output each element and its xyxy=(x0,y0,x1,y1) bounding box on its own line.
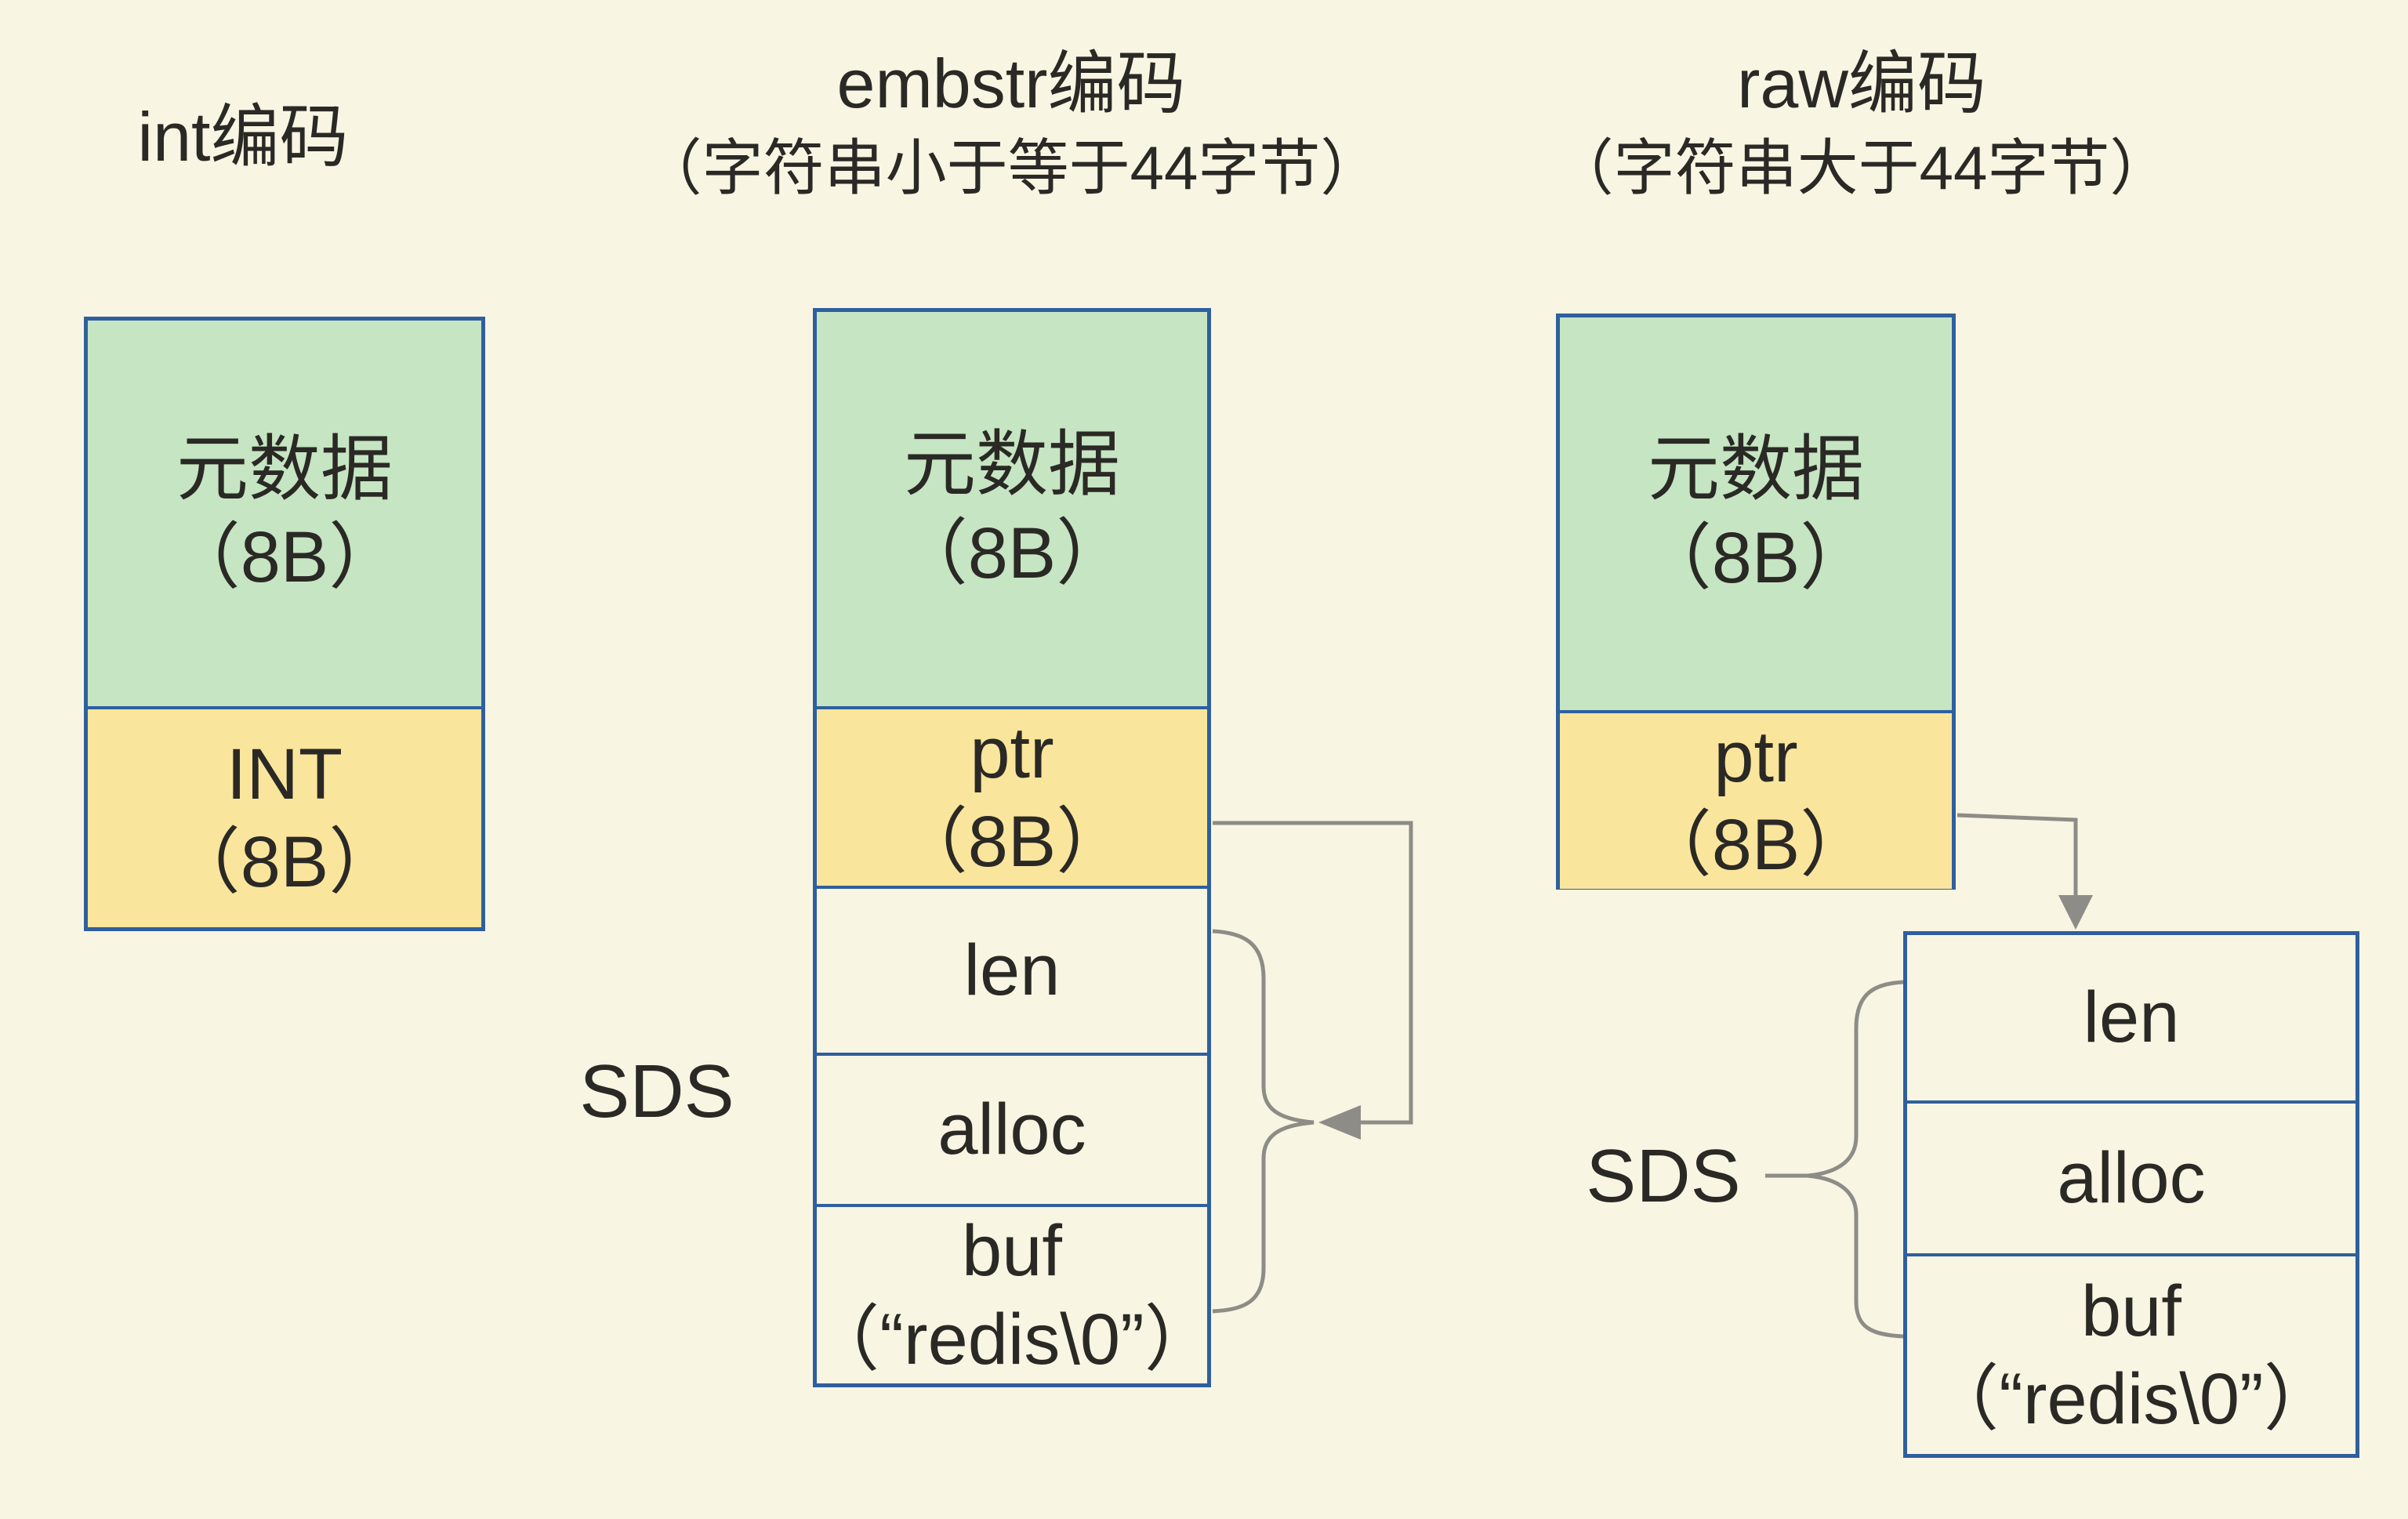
raw-len-label: len xyxy=(2083,977,2180,1058)
raw-buf-size: （“redis\0”） xyxy=(1927,1359,2336,1439)
embstr-ptr-arrow-line xyxy=(1213,821,1413,1125)
raw-sds-label: SDS xyxy=(1586,1134,1741,1218)
int-object-box: 元数据 （8B） INT （8B） xyxy=(84,317,485,931)
embstr-len-cell: len xyxy=(817,886,1207,1053)
embstr-ptr-arrowhead-icon xyxy=(1318,1105,1361,1140)
int-value-size: （8B） xyxy=(168,822,401,902)
raw-encoding-title: raw编码 （字符串大于44字节） xyxy=(1517,39,2207,208)
raw-sds-box: len alloc buf （“redis\0”） xyxy=(1903,931,2359,1458)
embstr-ptr-size: （8B） xyxy=(895,801,1129,882)
raw-ptr-arrowhead-icon xyxy=(2058,895,2093,930)
int-encoding-title-line1: int编码 xyxy=(137,98,349,176)
embstr-metadata-label: 元数据 xyxy=(903,425,1120,506)
embstr-alloc-label: alloc xyxy=(937,1089,1086,1170)
raw-ptr-cell: ptr （8B） xyxy=(1560,710,1952,890)
embstr-sds-brace xyxy=(1212,929,1315,1314)
raw-ptr-label: ptr xyxy=(1714,717,1798,797)
raw-buf-label: buf xyxy=(2081,1271,2181,1351)
raw-metadata-label: 元数据 xyxy=(1647,430,1864,510)
embstr-encoding-title: embstr编码 （字符串小于等于44字节） xyxy=(600,39,1423,208)
embstr-buf-label: buf xyxy=(962,1211,1062,1292)
embstr-encoding-title-line2: （字符串小于等于44字节） xyxy=(640,133,1382,203)
int-metadata-label: 元数据 xyxy=(176,429,393,509)
raw-sds-brace xyxy=(1807,980,1904,1339)
embstr-ptr-label: ptr xyxy=(970,713,1054,794)
raw-object-box: 元数据 （8B） ptr （8B） xyxy=(1556,314,1956,890)
int-value-label: INT xyxy=(226,734,343,814)
raw-alloc-cell: alloc xyxy=(1907,1100,2355,1253)
raw-metadata-size: （8B） xyxy=(1639,517,1873,598)
embstr-ptr-cell: ptr （8B） xyxy=(817,706,1207,886)
embstr-metadata-size: （8B） xyxy=(895,513,1129,593)
raw-encoding-title-line1: raw编码 xyxy=(1737,45,1986,122)
embstr-sds-label: SDS xyxy=(579,1050,734,1133)
raw-encoding-title-line2: （字符串大于44字节） xyxy=(1552,133,2171,203)
raw-alloc-label: alloc xyxy=(2057,1138,2206,1219)
embstr-encoding-title-line1: embstr编码 xyxy=(836,45,1186,122)
int-metadata-cell: 元数据 （8B） xyxy=(88,321,481,706)
embstr-buf-size: （“redis\0”） xyxy=(807,1299,1217,1379)
raw-buf-cell: buf （“redis\0”） xyxy=(1907,1253,2355,1454)
int-value-cell: INT （8B） xyxy=(88,706,481,927)
raw-metadata-cell: 元数据 （8B） xyxy=(1560,317,1952,710)
embstr-buf-cell: buf （“redis\0”） xyxy=(807,1204,1217,1383)
embstr-alloc-cell: alloc xyxy=(817,1053,1207,1204)
embstr-metadata-cell: 元数据 （8B） xyxy=(817,312,1207,706)
embstr-object-box: 元数据 （8B） ptr （8B） len alloc buf （“redis\… xyxy=(807,308,1217,1387)
raw-len-cell: len xyxy=(1907,935,2355,1100)
int-metadata-size: （8B） xyxy=(168,517,401,597)
int-encoding-title: int编码 xyxy=(47,92,439,182)
raw-ptr-arrow-line xyxy=(1956,813,2078,898)
embstr-len-label: len xyxy=(963,930,1061,1011)
raw-ptr-size: （8B） xyxy=(1639,805,1873,886)
